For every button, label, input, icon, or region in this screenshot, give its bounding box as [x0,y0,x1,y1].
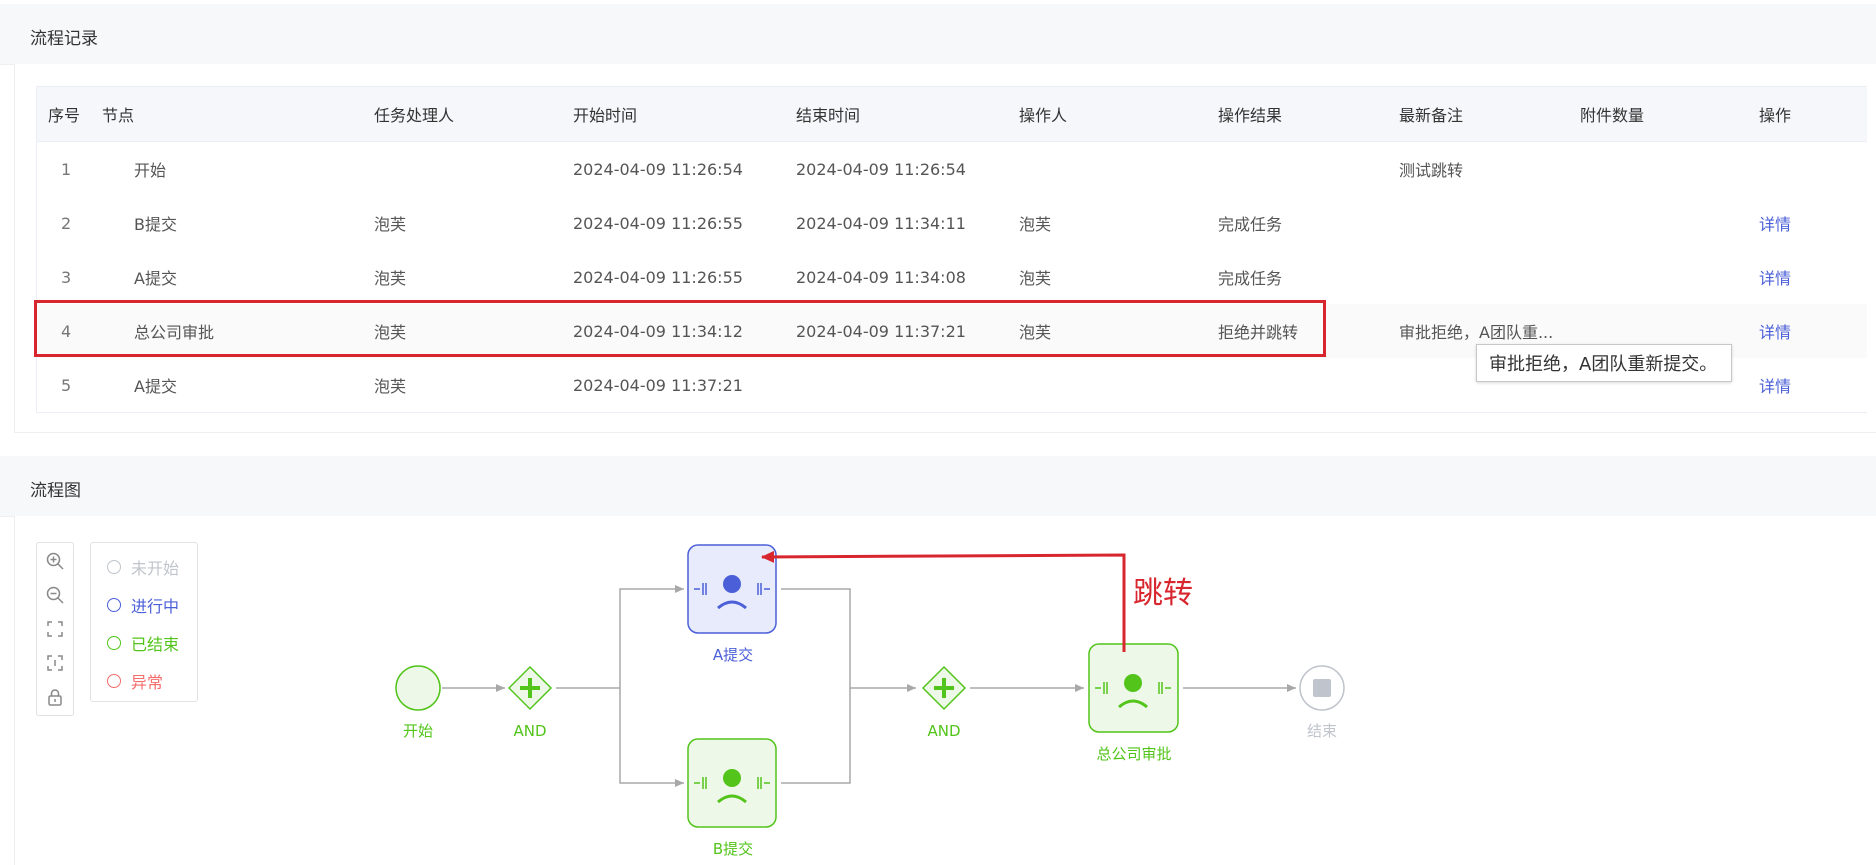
cell-index: 5 [61,375,72,395]
col-operator: 操作人 [1019,106,1068,125]
user-task-icon [717,575,747,610]
legend-label: 进行中 [131,597,180,616]
cell-end-time: 2024-04-09 11:34:11 [796,213,966,233]
actual-size-icon[interactable] [45,653,65,673]
task-node-b-submit[interactable] [687,738,777,828]
task-node-a-submit[interactable] [687,544,777,634]
flow-title: 流程图 [30,481,81,501]
flow-connectors [442,589,1296,787]
cell-node: 开始 [134,161,167,180]
cell-end-time: 2024-04-09 11:37:21 [796,321,966,341]
legend-dot-icon [107,674,121,688]
hq-approval-label: 总公司审批 [1096,745,1171,763]
legend-not-started: 未开始 [107,555,179,579]
gateway-1-label: AND [513,722,546,740]
table-row: 2 B提交 泡芙 2024-04-09 11:26:55 2024-04-09 … [37,196,1867,251]
cell-operator: 泡芙 [1019,323,1052,342]
cell-start-time: 2024-04-09 11:37:21 [573,375,743,395]
cell-handler: 泡芙 [374,215,407,234]
user-task-icon [1118,674,1148,709]
col-index: 序号 [48,106,81,125]
cell-remark[interactable]: 审批拒绝，A团队重... [1399,323,1554,342]
start-node-label: 开始 [403,722,433,740]
records-title: 流程记录 [30,29,98,49]
col-attachments: 附件数量 [1580,106,1645,125]
cell-node: A提交 [134,269,177,288]
b-submit-label: B提交 [713,840,753,858]
legend-label: 异常 [131,673,164,692]
legend-dot-icon [107,636,121,650]
status-legend: 未开始 进行中 已结束 异常 [90,542,198,702]
start-node[interactable] [395,665,441,711]
col-handler: 任务处理人 [374,106,455,125]
zoom-out-icon[interactable] [45,585,65,605]
legend-finished: 已结束 [107,631,179,655]
cell-handler: 泡芙 [374,269,407,288]
col-start-time: 开始时间 [573,106,638,125]
col-remark: 最新备注 [1399,106,1464,125]
col-end-time: 结束时间 [796,106,861,125]
cell-remark: 测试跳转 [1399,161,1464,180]
remark-tooltip: 审批拒绝，A团队重新提交。 [1476,344,1732,382]
cell-index: 3 [61,267,72,287]
cell-node: A提交 [134,377,177,396]
col-node: 节点 [102,106,135,125]
cell-start-time: 2024-04-09 11:26:55 [573,267,743,287]
detail-link[interactable]: 详情 [1759,269,1792,288]
zoom-in-icon[interactable] [45,551,65,571]
table-row: 4 总公司审批 泡芙 2024-04-09 11:34:12 2024-04-0… [37,304,1867,359]
and-gateway-1[interactable] [507,665,553,711]
end-node[interactable] [1299,665,1345,711]
legend-label: 已结束 [131,635,180,654]
cell-result: 完成任务 [1218,215,1283,234]
detail-link[interactable]: 详情 [1759,377,1792,396]
cell-operator: 泡芙 [1019,269,1052,288]
cell-result: 完成任务 [1218,269,1283,288]
legend-in-progress: 进行中 [107,593,179,617]
cell-start-time: 2024-04-09 11:34:12 [573,321,743,341]
cell-handler: 泡芙 [374,323,407,342]
highlight-box [34,300,1326,357]
table-header: 序号 节点 任务处理人 开始时间 结束时间 操作人 操作结果 最新备注 附件数量… [37,87,1867,142]
and-gateway-2[interactable] [921,665,967,711]
jump-arrow [761,550,1126,652]
in-out-port-icon [694,583,770,595]
detail-link[interactable]: 详情 [1759,215,1792,234]
legend-label: 未开始 [131,559,180,578]
diagram-toolbar [36,542,74,716]
col-action: 操作 [1759,106,1792,125]
table-row: 3 A提交 泡芙 2024-04-09 11:26:55 2024-04-09 … [37,250,1867,305]
cell-index: 1 [61,159,72,179]
task-node-hq-approval[interactable] [1088,643,1179,733]
legend-dot-icon [107,598,121,612]
legend-error: 异常 [107,669,163,693]
lock-icon[interactable] [45,687,65,707]
cell-start-time: 2024-04-09 11:26:54 [573,159,743,179]
legend-dot-icon [107,560,121,574]
gateway-2-label: AND [927,722,960,740]
in-out-port-icon [1095,682,1171,694]
cell-operator: 泡芙 [1019,215,1052,234]
cell-handler: 泡芙 [374,377,407,396]
cell-node: 总公司审批 [134,323,215,342]
fit-screen-icon[interactable] [45,619,65,639]
detail-link[interactable]: 详情 [1759,323,1792,342]
user-task-icon [717,769,747,804]
records-table: 序号 节点 任务处理人 开始时间 结束时间 操作人 操作结果 最新备注 附件数量… [36,86,1867,413]
cell-end-time: 2024-04-09 11:34:08 [796,267,966,287]
in-out-port-icon [694,777,770,789]
cell-index: 2 [61,213,72,233]
cell-node: B提交 [134,215,177,234]
jump-annotation: 跳转 [1133,576,1193,611]
cell-start-time: 2024-04-09 11:26:55 [573,213,743,233]
cell-end-time: 2024-04-09 11:26:54 [796,159,966,179]
a-submit-label: A提交 [713,646,753,664]
col-result: 操作结果 [1218,106,1283,125]
cell-index: 4 [61,321,72,341]
end-node-label: 结束 [1307,722,1337,740]
cell-result: 拒绝并跳转 [1218,323,1299,342]
table-row: 1 开始 2024-04-09 11:26:54 2024-04-09 11:2… [37,142,1867,197]
